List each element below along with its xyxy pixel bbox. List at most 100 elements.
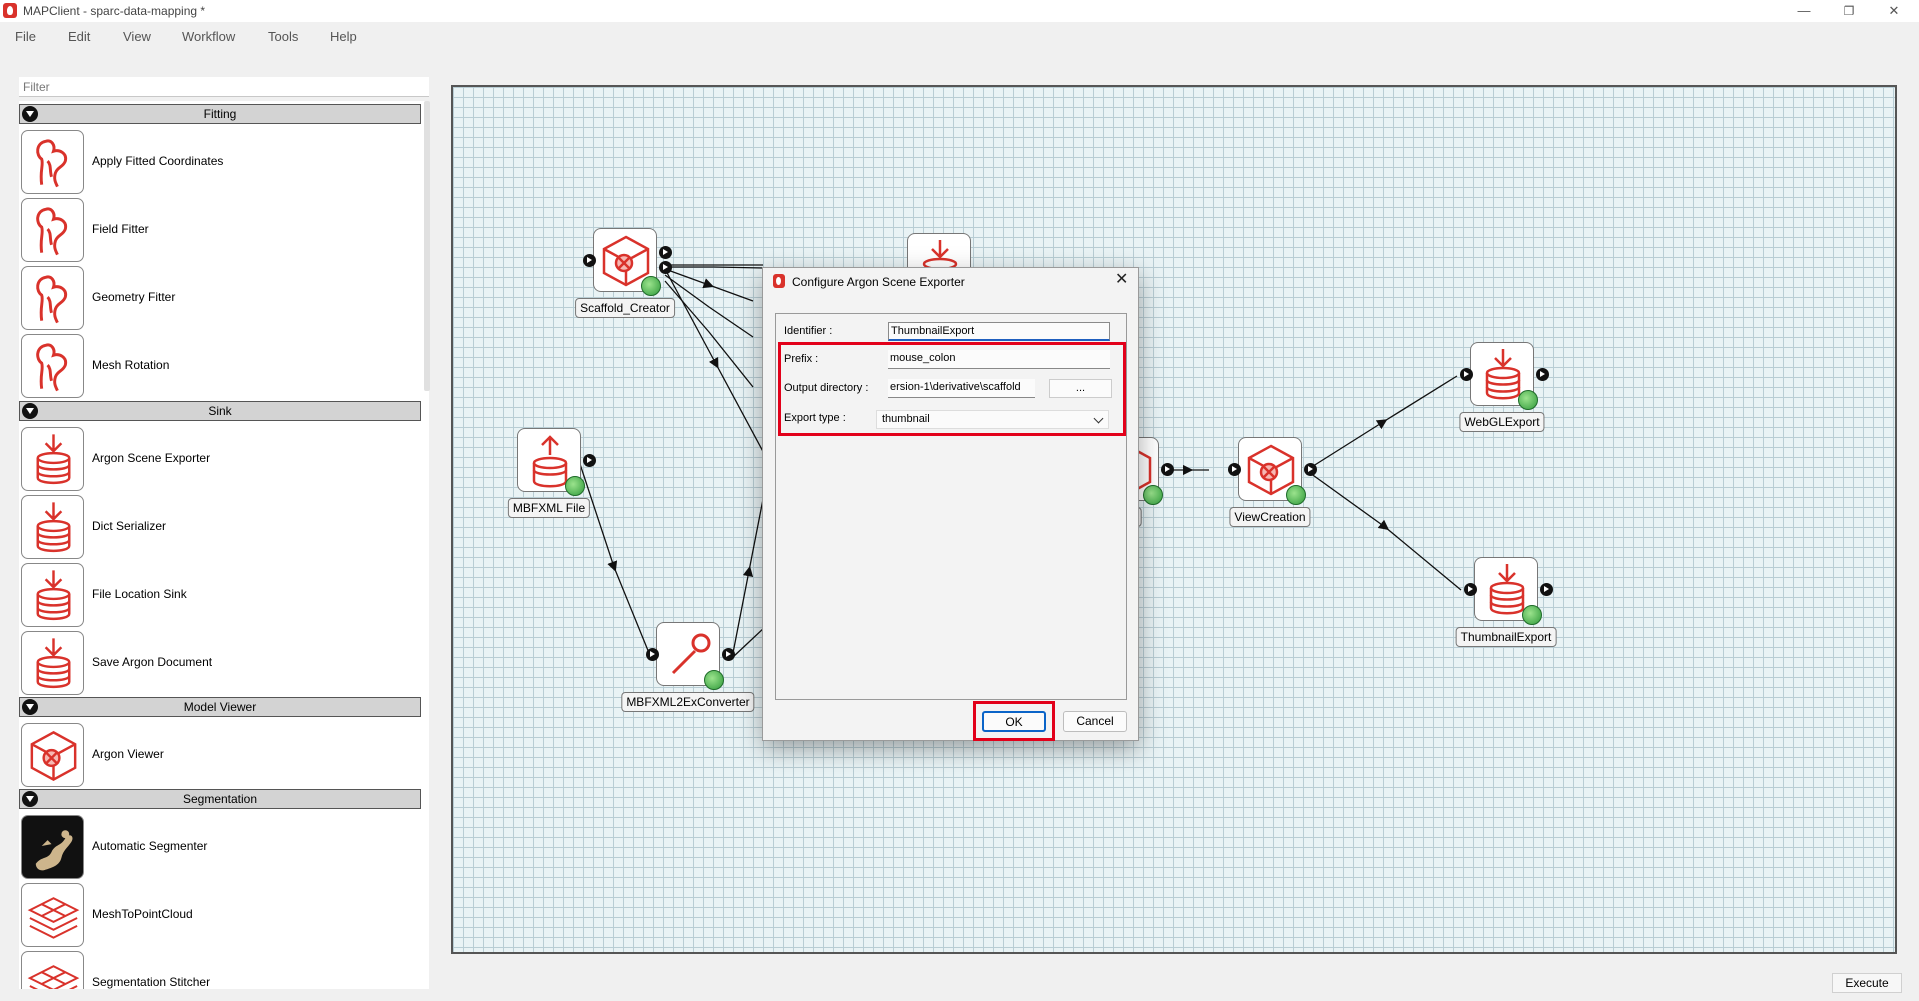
identifier-label: Identifier : bbox=[784, 325, 833, 337]
step-argon-scene-exporter[interactable]: Argon Scene Exporter bbox=[19, 426, 421, 492]
step-apply-fitted-coordinates[interactable]: Apply Fitted Coordinates bbox=[19, 129, 421, 195]
ok-highlight-box bbox=[973, 701, 1055, 741]
node-mbfxml2exconverter[interactable]: MBFXML2ExConverter bbox=[621, 622, 755, 712]
workflow-canvas[interactable]: Scaffold_Creator MBFXML File MBFXML2ExCo… bbox=[451, 85, 1897, 954]
menu-help[interactable]: Help bbox=[330, 29, 357, 44]
node-scaffold-creator[interactable]: Scaffold_Creator bbox=[575, 228, 675, 318]
output-port-icon[interactable] bbox=[659, 246, 672, 259]
step-label: Apply Fitted Coordinates bbox=[92, 154, 224, 168]
prefix-input[interactable]: mouse_colon bbox=[888, 350, 1110, 369]
menu-tools[interactable]: Tools bbox=[268, 29, 299, 44]
highlight-box bbox=[778, 342, 1126, 436]
segmentation-thumbnail-icon bbox=[21, 815, 84, 879]
menu-view[interactable]: View bbox=[123, 29, 151, 44]
step-dict-serializer[interactable]: Dict Serializer bbox=[19, 494, 421, 560]
step-filter-input[interactable] bbox=[19, 77, 429, 97]
window-title: MAPClient - sparc-data-mapping * bbox=[23, 4, 206, 18]
connection-line bbox=[664, 268, 768, 460]
step-library-panel: Fitting Apply Fitted Coordinates Field F… bbox=[19, 101, 429, 989]
input-port-icon[interactable] bbox=[1460, 368, 1473, 381]
close-button[interactable]: ✕ bbox=[1888, 3, 1900, 18]
step-automatic-segmenter[interactable]: Automatic Segmenter bbox=[19, 814, 421, 880]
step-field-fitter[interactable]: Field Fitter bbox=[19, 197, 421, 263]
connection-line bbox=[1309, 472, 1462, 591]
step-mesh-rotation[interactable]: Mesh Rotation bbox=[19, 333, 421, 399]
minimize-button[interactable]: — bbox=[1797, 3, 1811, 18]
step-mesh-to-point-cloud[interactable]: MeshToPointCloud bbox=[19, 882, 421, 948]
configured-badge-icon bbox=[641, 276, 661, 296]
step-label: Argon Viewer bbox=[92, 747, 164, 761]
ok-button[interactable]: OK bbox=[982, 711, 1046, 732]
connection-line bbox=[664, 274, 754, 338]
step-label: Segmentation Stitcher bbox=[92, 975, 211, 989]
step-label: MeshToPointCloud bbox=[92, 907, 193, 921]
export-type-select[interactable]: thumbnail bbox=[876, 410, 1109, 429]
connection-line bbox=[664, 280, 754, 388]
database-download-icon bbox=[21, 427, 84, 491]
step-label: File Location Sink bbox=[92, 587, 187, 601]
output-port-icon[interactable] bbox=[1536, 368, 1549, 381]
database-download-icon bbox=[21, 631, 84, 695]
output-port-icon[interactable] bbox=[1304, 463, 1317, 476]
node-webgl-export[interactable]: WebGLExport bbox=[1459, 342, 1549, 432]
configured-badge-icon bbox=[1286, 485, 1306, 505]
node-label: Scaffold_Creator bbox=[575, 298, 675, 318]
layers-icon bbox=[21, 951, 84, 989]
step-segmentation-stitcher[interactable]: Segmentation Stitcher bbox=[19, 950, 421, 989]
category-name: Segmentation bbox=[182, 792, 258, 806]
output-directory-input[interactable]: ersion-1\derivative\scaffold bbox=[888, 379, 1035, 398]
menu-workflow[interactable]: Workflow bbox=[182, 29, 236, 44]
step-argon-viewer[interactable]: Argon Viewer bbox=[19, 722, 421, 788]
node-label: MBFXML File bbox=[507, 498, 591, 518]
node-view-creation[interactable]: ViewCreation bbox=[1228, 437, 1317, 527]
input-port-icon[interactable] bbox=[1228, 463, 1241, 476]
step-label: Dict Serializer bbox=[92, 519, 167, 533]
configured-badge-icon bbox=[1522, 605, 1542, 625]
node-box[interactable] bbox=[593, 228, 657, 292]
step-label: Automatic Segmenter bbox=[92, 839, 208, 853]
fitting-icon bbox=[21, 334, 84, 398]
dialog-title: Configure Argon Scene Exporter bbox=[792, 275, 965, 289]
input-port-icon[interactable] bbox=[1464, 583, 1477, 596]
output-port-icon[interactable] bbox=[722, 648, 735, 661]
input-port-icon[interactable] bbox=[583, 254, 596, 267]
collapse-arrow-icon[interactable] bbox=[22, 403, 38, 419]
chevron-down-icon bbox=[1093, 413, 1104, 424]
collapse-arrow-icon[interactable] bbox=[22, 106, 38, 122]
output-port-icon[interactable] bbox=[583, 454, 596, 467]
input-port-icon[interactable] bbox=[646, 648, 659, 661]
category-header-model-viewer[interactable]: Model Viewer bbox=[19, 697, 421, 717]
identifier-input[interactable]: ThumbnailExport bbox=[888, 322, 1110, 341]
cancel-button[interactable]: Cancel bbox=[1063, 711, 1127, 732]
step-label: Mesh Rotation bbox=[92, 358, 170, 372]
database-download-icon bbox=[21, 563, 84, 627]
step-geometry-fitter[interactable]: Geometry Fitter bbox=[19, 265, 421, 331]
output-port-icon[interactable] bbox=[1161, 463, 1174, 476]
configure-dialog: Configure Argon Scene Exporter ✕ Identif… bbox=[762, 267, 1139, 741]
menu-edit[interactable]: Edit bbox=[68, 29, 91, 44]
step-file-location-sink[interactable]: File Location Sink bbox=[19, 562, 421, 628]
collapse-arrow-icon[interactable] bbox=[22, 791, 38, 807]
category-header-segmentation[interactable]: Segmentation bbox=[19, 789, 421, 809]
step-save-argon-document[interactable]: Save Argon Document bbox=[19, 630, 421, 696]
step-panel-scrollbar[interactable] bbox=[424, 101, 430, 391]
execute-button[interactable]: Execute bbox=[1832, 973, 1902, 993]
category-header-sink[interactable]: Sink bbox=[19, 401, 421, 421]
menu-file[interactable]: File bbox=[15, 29, 36, 44]
dialog-close-icon[interactable]: ✕ bbox=[1115, 271, 1129, 288]
dialog-form-frame: Identifier : ThumbnailExport Prefix : mo… bbox=[775, 313, 1127, 700]
node-thumbnail-export[interactable]: ThumbnailExport bbox=[1455, 557, 1557, 647]
collapse-arrow-icon[interactable] bbox=[22, 699, 38, 715]
workflow-connections bbox=[578, 264, 1462, 658]
fitting-icon bbox=[21, 198, 84, 262]
output-port-icon[interactable] bbox=[1540, 583, 1553, 596]
restore-button[interactable]: ❐ bbox=[1843, 4, 1855, 18]
node-mbfxml-file[interactable]: MBFXML File bbox=[507, 428, 596, 518]
step-label: Field Fitter bbox=[92, 222, 149, 236]
step-label: Geometry Fitter bbox=[92, 290, 176, 304]
category-header-fitting[interactable]: Fitting bbox=[19, 104, 421, 124]
output-port-icon[interactable] bbox=[659, 261, 672, 274]
title-bar: MAPClient - sparc-data-mapping * — ❐ ✕ bbox=[0, 0, 1919, 22]
browse-button[interactable]: ... bbox=[1049, 379, 1112, 398]
